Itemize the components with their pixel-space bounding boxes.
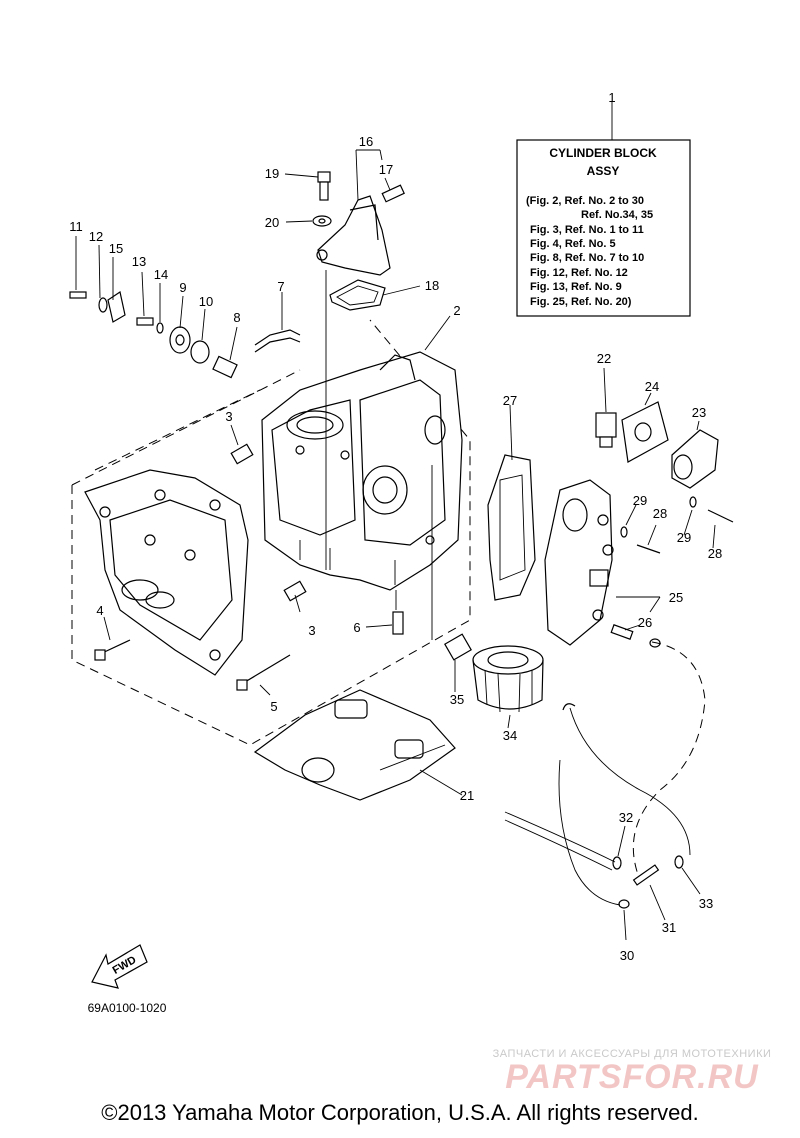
- cylinder-block: [261, 351, 463, 591]
- callout-14: 14: [154, 267, 168, 282]
- watermark-tagline: ЗАПЧАСТИ И АКСЕССУАРЫ ДЛЯ МОТОТЕХНИКИ: [493, 1048, 772, 1060]
- callout-29a: 29: [633, 493, 647, 508]
- legend-line: Fig. 3, Ref. No. 1 to 11: [530, 224, 644, 236]
- exhaust-cover: [84, 469, 249, 676]
- copyright-notice: ©2013 Yamaha Motor Corporation, U.S.A. A…: [101, 1100, 699, 1125]
- legend-line: Fig. 25, Ref. No. 20): [530, 296, 632, 308]
- callout-9: 9: [179, 280, 186, 295]
- callout-35: 35: [450, 692, 464, 707]
- legend-line: Fig. 12, Ref. No. 12: [530, 267, 628, 279]
- legend-line: Fig. 8, Ref. No. 7 to 10: [530, 252, 644, 264]
- bolt-19: [312, 171, 405, 227]
- callout-23: 23: [692, 405, 706, 420]
- oil-filter: [444, 633, 544, 713]
- watermark-logo: PARTSFOR.RU: [505, 1058, 759, 1090]
- callout-labels: 1 2 3 3 4 5 6 7 8 9 10 11 12 13 14 15 16…: [69, 90, 722, 963]
- callout-3b: 3: [308, 623, 315, 638]
- callout-16: 16: [359, 134, 373, 149]
- legend-box: CYLINDER BLOCK ASSY (Fig. 2, Ref. No. 2 …: [516, 106, 691, 317]
- callout-25: 25: [669, 590, 683, 605]
- legend-line: Fig. 4, Ref. No. 5: [530, 238, 616, 250]
- thermostat-cover: [316, 195, 391, 311]
- callout-7: 7: [277, 279, 284, 294]
- exploded-view-drawing: CYLINDER BLOCK ASSY (Fig. 2, Ref. No. 2 …: [69, 90, 772, 1090]
- callout-13: 13: [132, 254, 146, 269]
- callout-12: 12: [89, 229, 103, 244]
- callout-20: 20: [265, 215, 279, 230]
- callout-3a: 3: [225, 409, 232, 424]
- diagram-code: 69A0100-1020: [88, 1001, 167, 1015]
- callout-6: 6: [353, 620, 360, 635]
- callout-17: 17: [379, 162, 393, 177]
- sensors: [595, 401, 734, 640]
- legend-line: Ref. No.34, 35: [581, 209, 653, 221]
- callout-21: 21: [460, 788, 474, 803]
- callout-11: 11: [69, 219, 83, 234]
- callout-4: 4: [96, 603, 103, 618]
- callout-18: 18: [425, 278, 439, 293]
- callout-19: 19: [265, 166, 279, 181]
- callout-5: 5: [270, 699, 277, 714]
- callout-26: 26: [638, 615, 652, 630]
- callout-28a: 28: [653, 506, 667, 521]
- callout-31: 31: [662, 920, 676, 935]
- base-gasket: [253, 689, 456, 801]
- callout-32: 32: [619, 810, 633, 825]
- callout-29b: 29: [677, 530, 691, 545]
- callout-22: 22: [597, 351, 611, 366]
- callout-2: 2: [453, 303, 460, 318]
- callout-15: 15: [109, 241, 123, 256]
- legend-line: (Fig. 2, Ref. No. 2 to 30: [526, 195, 644, 207]
- hoses: [504, 638, 706, 909]
- callout-34: 34: [503, 728, 517, 743]
- watermark: ЗАПЧАСТИ И АКСЕССУАРЫ ДЛЯ МОТОТЕХНИКИ PA…: [493, 1048, 772, 1090]
- callout-33: 33: [699, 896, 713, 911]
- leader-lines: [75, 102, 716, 941]
- legend-subtitle: ASSY: [587, 164, 620, 178]
- callout-8: 8: [233, 310, 240, 325]
- callout-10: 10: [199, 294, 213, 309]
- callout-27: 27: [503, 393, 517, 408]
- fwd-arrow-icon: FWD: [91, 944, 148, 989]
- callout-1: 1: [608, 90, 615, 105]
- thermostat-housing: [487, 454, 614, 646]
- callout-24: 24: [645, 379, 659, 394]
- callout-28b: 28: [708, 546, 722, 561]
- legend-title: CYLINDER BLOCK: [549, 146, 657, 160]
- callout-30: 30: [620, 948, 634, 963]
- legend-line: Fig. 13, Ref. No. 9: [530, 281, 622, 293]
- anode-hardware: [69, 291, 301, 379]
- dowel-pins: [94, 443, 404, 691]
